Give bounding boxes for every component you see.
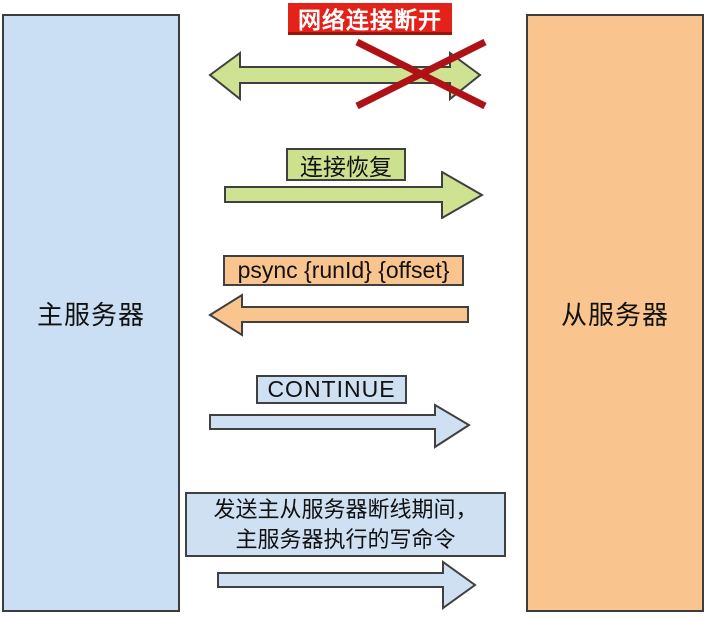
- psync-command-label: psync {runId} {offset}: [223, 255, 464, 286]
- network-broken-banner-text: 网络连接断开: [298, 6, 442, 33]
- slave-server-box: 从服务器: [526, 14, 704, 612]
- send-commands-label: 发送主从服务器断线期间， 主服务器执行的写命令: [185, 492, 506, 557]
- continue-label: CONTINUE: [256, 375, 407, 404]
- cross-out-icon: [355, 38, 487, 110]
- broken-connection-arrow: [208, 51, 482, 102]
- network-broken-banner: 网络连接断开: [288, 3, 452, 35]
- master-server-label: 主服务器: [36, 299, 145, 330]
- reconnect-label-text: 连接恢复: [300, 153, 392, 180]
- continue-arrow: [209, 403, 471, 449]
- psync-arrow: [208, 293, 469, 337]
- slave-server-label: 从服务器: [560, 299, 669, 330]
- send-commands-line1: 发送主从服务器断线期间，: [213, 497, 478, 523]
- send-commands-line2: 主服务器执行的写命令: [235, 526, 456, 552]
- master-server-box: 主服务器: [2, 14, 180, 612]
- continue-label-text: CONTINUE: [267, 376, 396, 402]
- reconnect-arrow: [224, 171, 484, 219]
- send-commands-arrow: [217, 560, 477, 610]
- reconnect-label: 连接恢复: [286, 148, 406, 181]
- psync-command-text: psync {runId} {offset}: [237, 257, 450, 283]
